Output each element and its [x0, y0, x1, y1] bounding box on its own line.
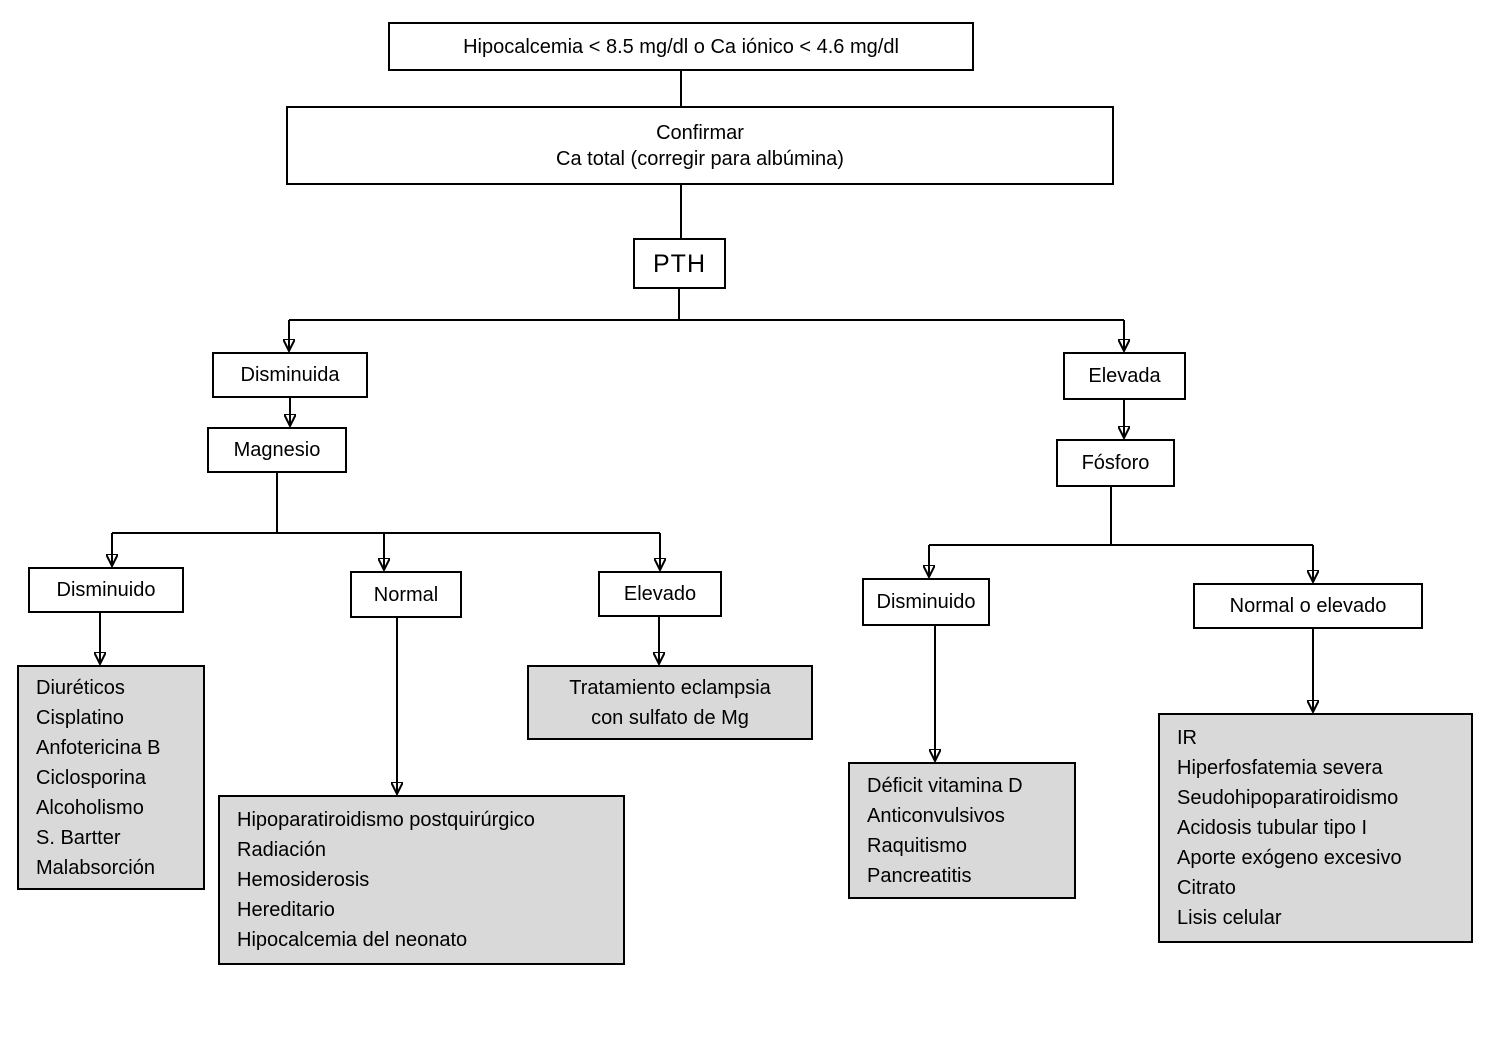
node-mg-normal: Normal [350, 571, 462, 618]
cause-line: Acidosis tubular tipo I [1177, 817, 1368, 839]
cause-line: con sulfato de Mg [591, 706, 749, 729]
cause-line: Cisplatino [36, 707, 124, 729]
causes-mg-elevado: Tratamiento eclampsia con sulfato de Mg [527, 665, 813, 740]
node-pth-disminuida: Disminuida [212, 352, 368, 398]
cause-line: Raquitismo [867, 835, 968, 857]
cause-line: Hipocalcemia del neonato [237, 929, 468, 951]
cause-line: Hipoparatiroidismo postquirúrgico [237, 809, 535, 831]
cause-line: Hiperfosfatemia severa [1177, 757, 1383, 779]
cause-line: Déficit vitamina D [867, 775, 1023, 797]
node-confirmar-line1: Confirmar [656, 121, 744, 144]
cause-line: Hereditario [237, 899, 335, 921]
node-pth-elevada: Elevada [1063, 352, 1186, 400]
cause-line: Anticonvulsivos [867, 805, 1005, 827]
cause-line: Hemosiderosis [237, 869, 370, 891]
cause-line: Tratamiento eclampsia [569, 676, 771, 699]
node-mg-disminuido: Disminuido [28, 567, 184, 613]
node-fosforo: Fósforo [1056, 439, 1175, 487]
cause-line: Aporte exógeno excesivo [1177, 847, 1402, 869]
cause-line: IR [1177, 727, 1197, 749]
node-mg-elevado: Elevado [598, 571, 722, 617]
cause-line: Radiación [237, 839, 326, 861]
cause-line: S. Bartter [36, 827, 121, 849]
cause-line: Malabsorción [36, 857, 155, 879]
node-ph-normal-elevado: Normal o elevado [1193, 583, 1423, 629]
cause-line: Alcoholismo [36, 797, 144, 819]
node-hipocalcemia: Hipocalcemia < 8.5 mg/dl o Ca iónico < 4… [388, 22, 974, 71]
node-magnesio: Magnesio [207, 427, 347, 473]
cause-line: Ciclosporina [36, 767, 147, 789]
cause-line: Diuréticos [36, 677, 125, 699]
cause-line: Seudohipoparatiroidismo [1177, 787, 1399, 809]
node-confirmar: Confirmar Ca total (corregir para albúmi… [286, 106, 1114, 185]
cause-line: Anfotericina B [36, 737, 161, 759]
node-ph-disminuido: Disminuido [862, 578, 990, 626]
node-confirmar-line2: Ca total (corregir para albúmina) [556, 147, 844, 170]
cause-line: Citrato [1177, 877, 1236, 899]
node-pth: PTH [633, 238, 726, 289]
cause-line: Lisis celular [1177, 907, 1282, 929]
cause-line: Pancreatitis [867, 865, 972, 887]
